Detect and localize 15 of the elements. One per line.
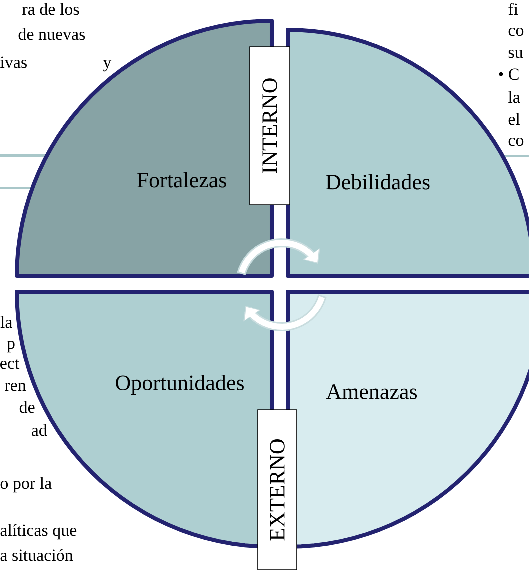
page-text: la: [0, 316, 13, 328]
page-text: co: [508, 28, 524, 36]
quadrant-sector: Amenazas: [286, 290, 529, 549]
page-text: y: [103, 60, 112, 72]
page-text: a situación: [0, 549, 74, 562]
label-box: EXTERNO: [258, 410, 298, 570]
page-text: su: [508, 50, 523, 58]
page-text: co: [508, 138, 524, 146]
label-box: INTERNO: [250, 46, 290, 206]
page-text: la: [508, 91, 520, 104]
page-text: el: [508, 113, 520, 126]
page-text: de nuevas: [18, 28, 86, 40]
page-text: ad: [32, 424, 48, 436]
page-text: de: [20, 401, 35, 414]
page-text: • C: [499, 68, 519, 80]
